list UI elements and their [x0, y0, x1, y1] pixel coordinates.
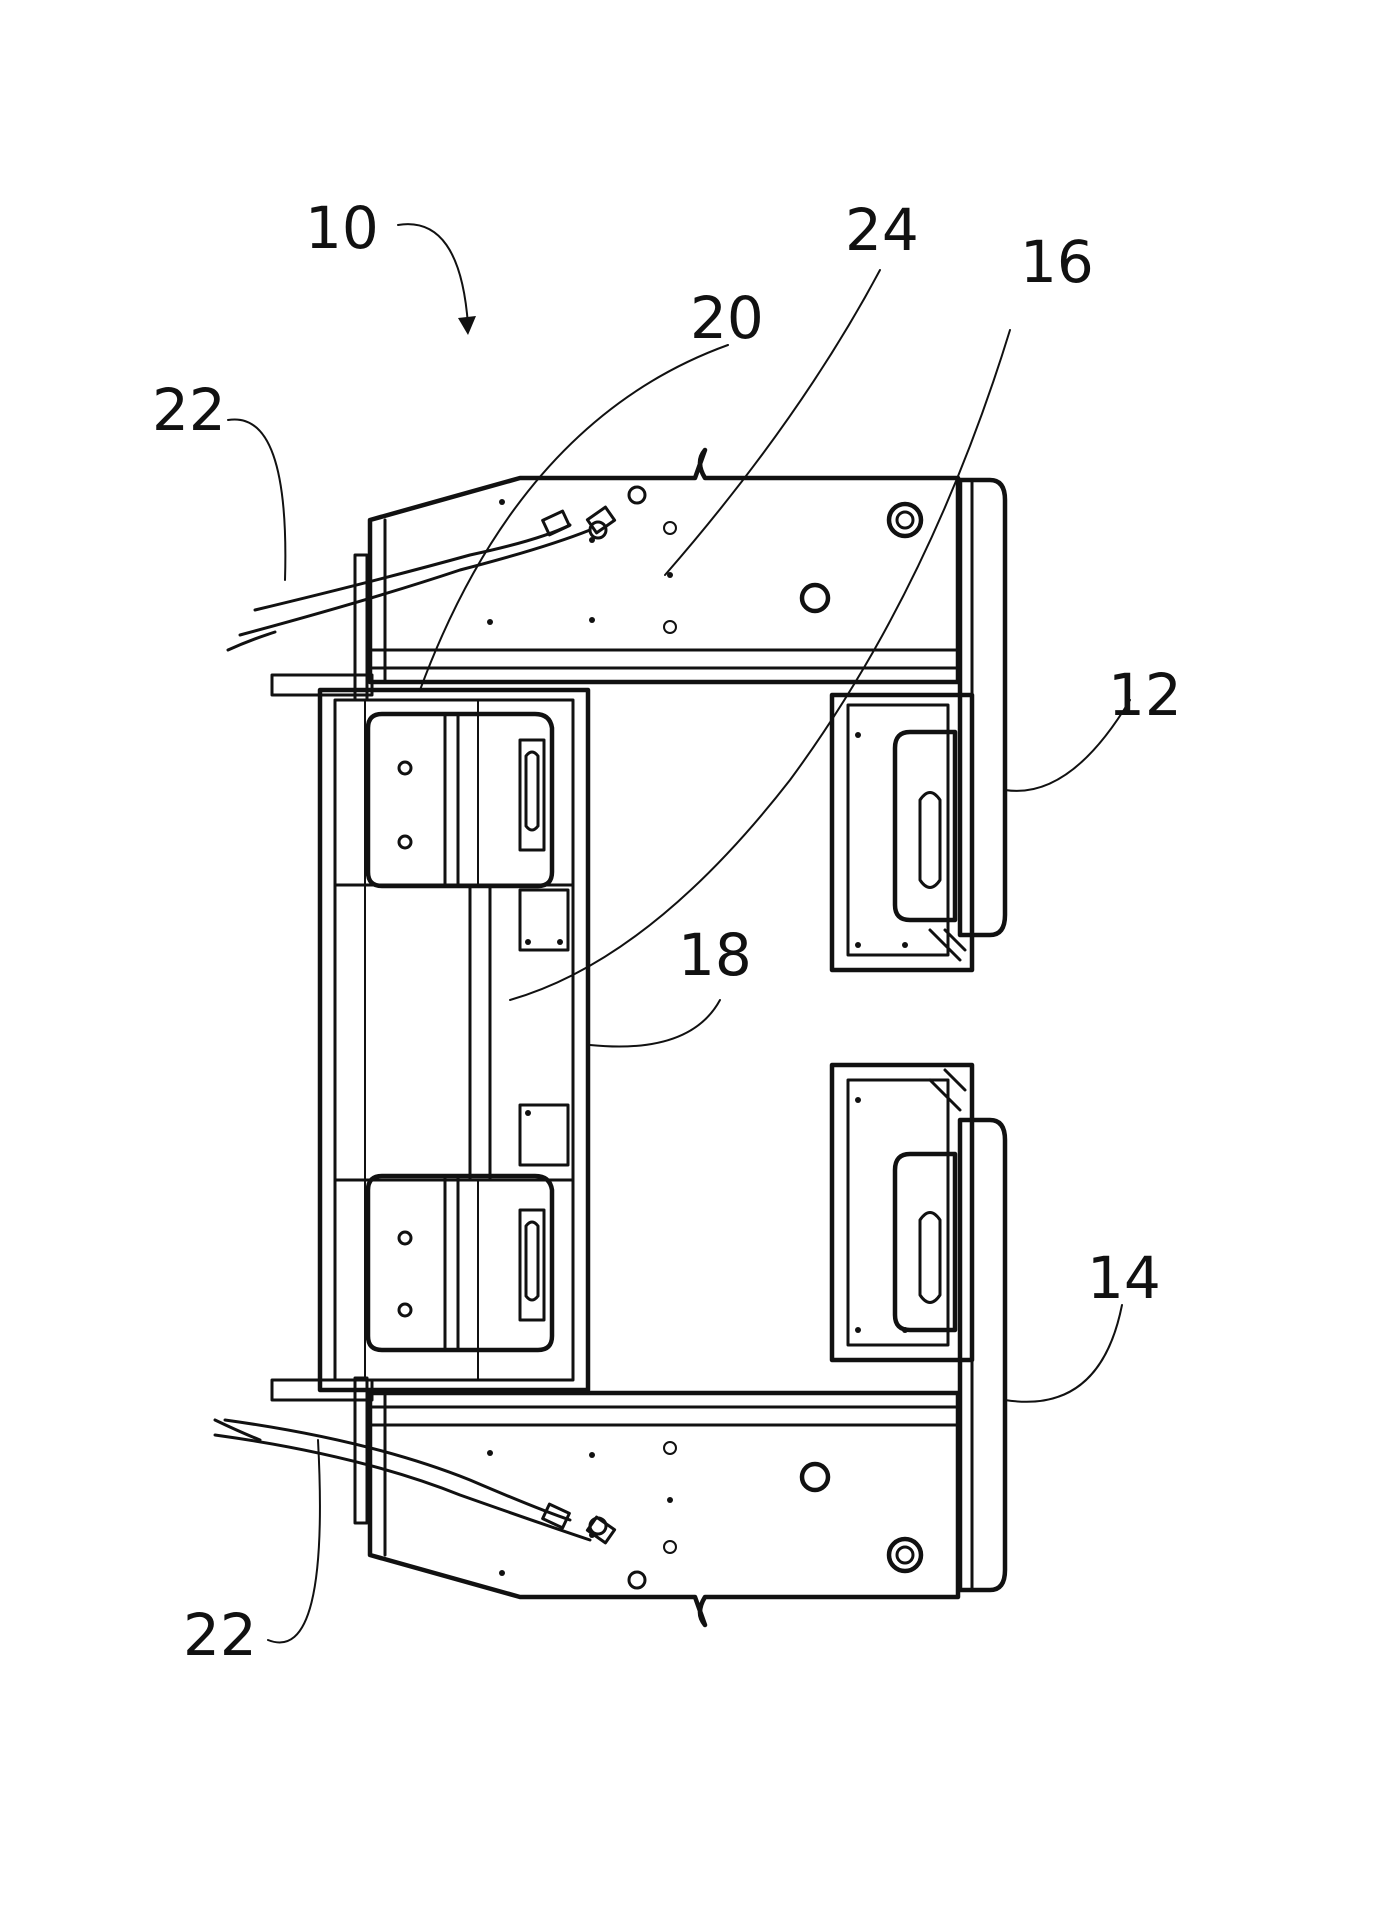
- reference-numerals: 10 24 16 20 22 12 18 14 22: [152, 194, 1182, 1669]
- label-14: 14: [1087, 1244, 1161, 1312]
- upper-actuator: [368, 714, 568, 950]
- label-16: 16: [1020, 228, 1094, 296]
- label-10: 10: [305, 194, 379, 262]
- first-pad: [832, 480, 1005, 970]
- label-24: 24: [845, 196, 919, 264]
- central-frame: [320, 690, 588, 1390]
- second-pad: [832, 1065, 1005, 1590]
- bottom-hoses: [215, 1420, 615, 1543]
- label-22-top: 22: [152, 376, 226, 444]
- lower-actuator: [368, 1105, 568, 1350]
- top-arm: [370, 450, 958, 682]
- label-18: 18: [678, 921, 752, 989]
- bottom-arm: [370, 1393, 958, 1625]
- label-22-bottom: 22: [183, 1601, 257, 1669]
- label-12: 12: [1108, 661, 1182, 729]
- label-20: 20: [690, 284, 764, 352]
